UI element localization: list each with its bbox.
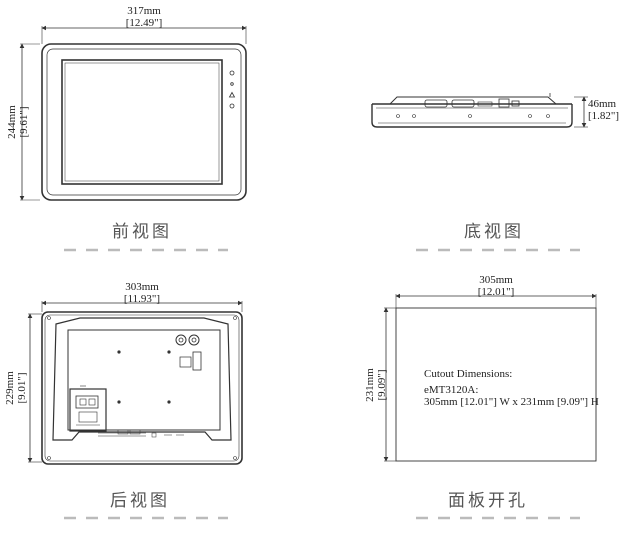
bottom-depth-mm: 46mm: [588, 98, 617, 110]
triangle-led-icon: [228, 91, 236, 98]
rear-view: [27, 300, 243, 465]
cutout-note-title: Cutout Dimensions:: [424, 368, 513, 380]
serial-port-com1: [424, 99, 448, 108]
cutout-height-mm: 231mm: [364, 368, 376, 402]
cutout-view: [383, 293, 597, 462]
cutout-width-mm: 305mm: [479, 274, 513, 286]
front-width-dimension: 317mm [12.49"]: [104, 5, 184, 29]
serial-port-com2: [451, 99, 475, 108]
cutout-outline: [395, 307, 597, 462]
rear-outer-frame: [41, 311, 243, 465]
battery-cover: [69, 388, 107, 432]
cutout-view-caption: 面板开孔: [448, 491, 528, 511]
cutout-width-dimension: 305mm [12.01"]: [456, 274, 536, 298]
usb-port: [511, 100, 520, 107]
cutout-note-model: eMT3120A:: [424, 384, 479, 396]
front-screen: [61, 59, 223, 185]
bottom-view-caption: 底视图: [464, 222, 524, 242]
front-height-in: [9.61"]: [18, 106, 30, 138]
rear-view-caption: 后视图: [110, 491, 170, 511]
cutout-width-in: [12.01"]: [477, 286, 515, 298]
front-bezel-outer: [41, 43, 247, 201]
bottom-depth-dimension: 46mm [1.82"]: [588, 98, 619, 122]
bottom-depth-in: [1.82"]: [588, 110, 620, 122]
rear-width-dimension: 303mm [11.93"]: [102, 281, 182, 305]
front-view: [19, 25, 247, 201]
cutout-height-dimension: 231mm [9.09"]: [364, 355, 388, 415]
status-led-icon: [230, 82, 234, 86]
bottom-housing: [371, 104, 573, 128]
ethernet-port: [498, 98, 510, 108]
power-connector-icon: [175, 334, 187, 346]
rear-height-mm: 229mm: [4, 371, 16, 405]
brightness-led-icon: [229, 103, 235, 109]
rear-width-in: [11.93"]: [123, 293, 161, 305]
caption-dashes: [64, 248, 580, 520]
front-height-dimension: 244mm [9.61"]: [6, 92, 30, 152]
power-led-icon: [229, 70, 235, 76]
rear-height-dimension: 229mm [9.01"]: [4, 358, 28, 418]
bottom-view: [371, 93, 588, 128]
cutout-height-in: [9.09"]: [376, 369, 388, 401]
rear-width-mm: 303mm: [125, 281, 159, 293]
cutout-note-size: 305mm [12.01"] W x 231mm [9.09"] H: [424, 396, 599, 408]
front-width-mm: 317mm: [127, 5, 161, 17]
rear-height-in: [9.01"]: [16, 372, 28, 404]
ground-connector-icon: [188, 334, 200, 346]
front-view-caption: 前视图: [112, 222, 172, 242]
rear-panel: [67, 329, 221, 431]
cutout-note: Cutout Dimensions: eMT3120A: 305mm [12.0…: [424, 368, 599, 408]
front-bezel-inner: [46, 48, 242, 196]
front-width-in: [12.49"]: [125, 17, 163, 29]
front-height-mm: 244mm: [6, 105, 18, 139]
rear-housing: [52, 317, 232, 441]
